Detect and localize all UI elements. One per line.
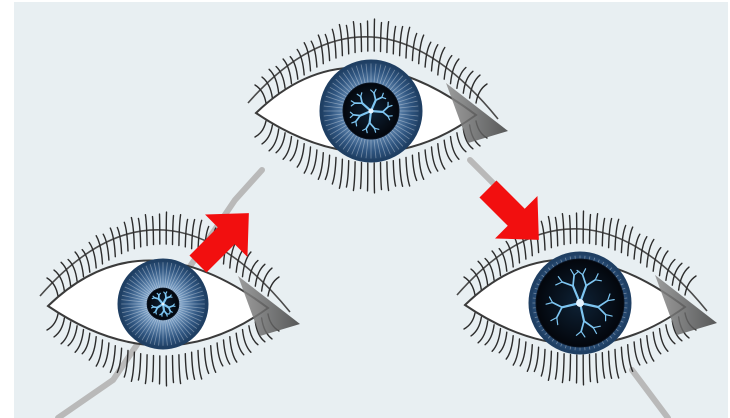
eye-progression-diagram [0,0,730,418]
